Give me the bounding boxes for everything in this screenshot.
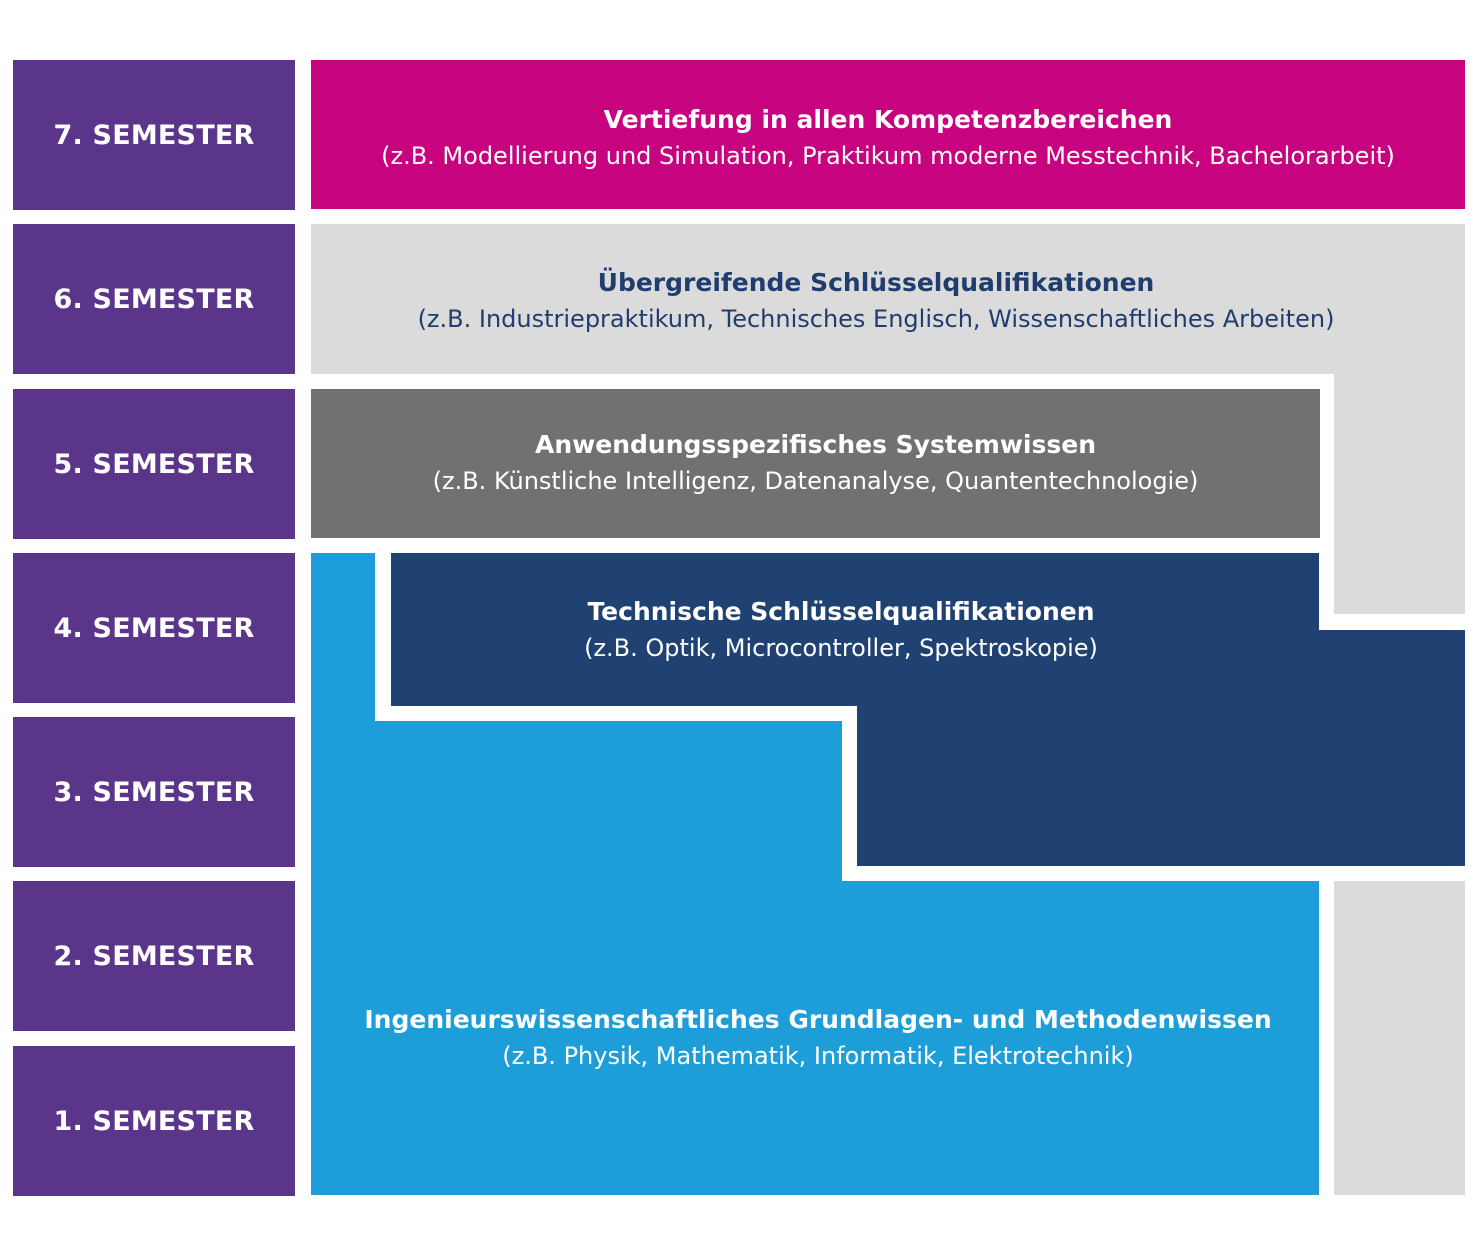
uebergreifend-label: Übergreifende Schlüsselqualifikationen (… xyxy=(311,265,1441,337)
vertiefung-title: Vertiefung in allen Kompetenzbereichen xyxy=(603,105,1173,134)
anwendung-label: Anwendungsspezifisches Systemwissen (z.B… xyxy=(311,427,1320,499)
uebergreifend-block-lower xyxy=(1334,881,1465,1195)
grundlagen-label: Ingenieurswissenschaftliches Grundlagen-… xyxy=(318,1002,1318,1074)
semester-5-label: 5. SEMESTER xyxy=(13,389,295,539)
grundlagen-subtitle: (z.B. Physik, Mathematik, Informatik, El… xyxy=(502,1042,1134,1070)
anwendung-title: Anwendungsspezifisches Systemwissen xyxy=(535,430,1096,459)
anwendung-subtitle: (z.B. Künstliche Intelligenz, Datenanaly… xyxy=(432,467,1199,495)
technisch-label: Technische Schlüsselqualifikationen (z.B… xyxy=(391,594,1291,666)
vertiefung-subtitle: (z.B. Modellierung und Simulation, Prakt… xyxy=(381,142,1395,170)
anwendung-block xyxy=(311,389,1320,538)
semester-2-label: 2. SEMESTER xyxy=(13,881,295,1031)
uebergreifend-title: Übergreifende Schlüsselqualifikationen xyxy=(597,268,1155,297)
semester-4-label: 4. SEMESTER xyxy=(13,553,295,703)
semester-7-label: 7. SEMESTER xyxy=(13,60,295,210)
technisch-subtitle: (z.B. Optik, Microcontroller, Spektrosko… xyxy=(584,634,1098,662)
grundlagen-block xyxy=(311,553,1319,1195)
technisch-block xyxy=(391,553,1465,866)
vertiefung-label: Vertiefung in allen Kompetenzbereichen (… xyxy=(311,102,1465,174)
uebergreifend-subtitle: (z.B. Industriepraktikum, Technisches En… xyxy=(417,305,1335,333)
vertiefung-block xyxy=(311,60,1465,209)
technisch-title: Technische Schlüsselqualifikationen xyxy=(587,597,1095,626)
grundlagen-title: Ingenieurswissenschaftliches Grundlagen-… xyxy=(364,1005,1272,1034)
semester-6-label: 6. SEMESTER xyxy=(13,224,295,374)
semester-3-label: 3. SEMESTER xyxy=(13,717,295,867)
semester-1-label: 1. SEMESTER xyxy=(13,1046,295,1196)
uebergreifend-block xyxy=(311,224,1465,614)
